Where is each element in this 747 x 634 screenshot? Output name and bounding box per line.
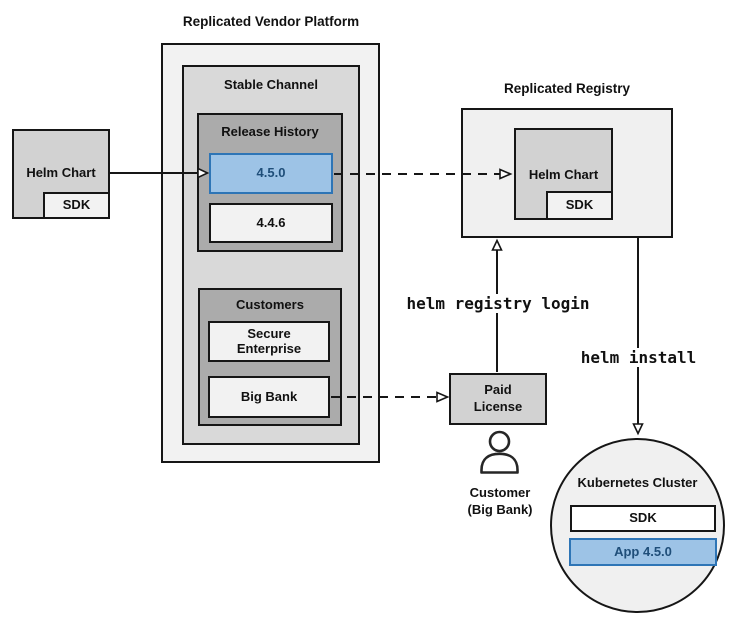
customer-item-big-bank: Big Bank xyxy=(208,376,330,418)
paid-license-box: Paid License xyxy=(449,373,547,425)
registry-sdk-box: SDK xyxy=(546,191,613,220)
customer-item-secure-enterprise: Secure Enterprise xyxy=(208,321,330,362)
customer-caption-line1: Customer xyxy=(469,485,531,500)
customer-caption: Customer (Big Bank) xyxy=(440,485,560,519)
arrow-helm-install xyxy=(632,238,644,436)
paid-license-line1: Paid xyxy=(484,382,512,398)
cluster-app-box: App 4.5.0 xyxy=(569,538,717,566)
source-helm-chart-label: Helm Chart xyxy=(26,165,96,180)
customer-caption-line2: (Big Bank) xyxy=(467,501,533,517)
release-history-label: Release History xyxy=(221,124,319,139)
person-icon xyxy=(480,430,519,474)
paid-license-line2: License xyxy=(473,399,523,414)
cluster-sdk-box: SDK xyxy=(570,505,716,532)
customers-label: Customers xyxy=(236,297,304,312)
source-sdk-box: SDK xyxy=(43,192,110,219)
command-helm-install: helm install xyxy=(577,348,700,367)
registry-title: Replicated Registry xyxy=(503,81,631,96)
vendor-platform-title: Replicated Vendor Platform xyxy=(182,14,360,29)
registry-helm-chart-label: Helm Chart xyxy=(528,167,599,182)
stable-channel-label: Stable Channel xyxy=(224,77,318,92)
command-helm-registry-login: helm registry login xyxy=(402,294,594,313)
release-item-4-5-0: 4.5.0 xyxy=(209,153,333,194)
kubernetes-cluster-label: Kubernetes Cluster xyxy=(577,475,698,490)
release-item-4-4-6: 4.4.6 xyxy=(209,203,333,243)
